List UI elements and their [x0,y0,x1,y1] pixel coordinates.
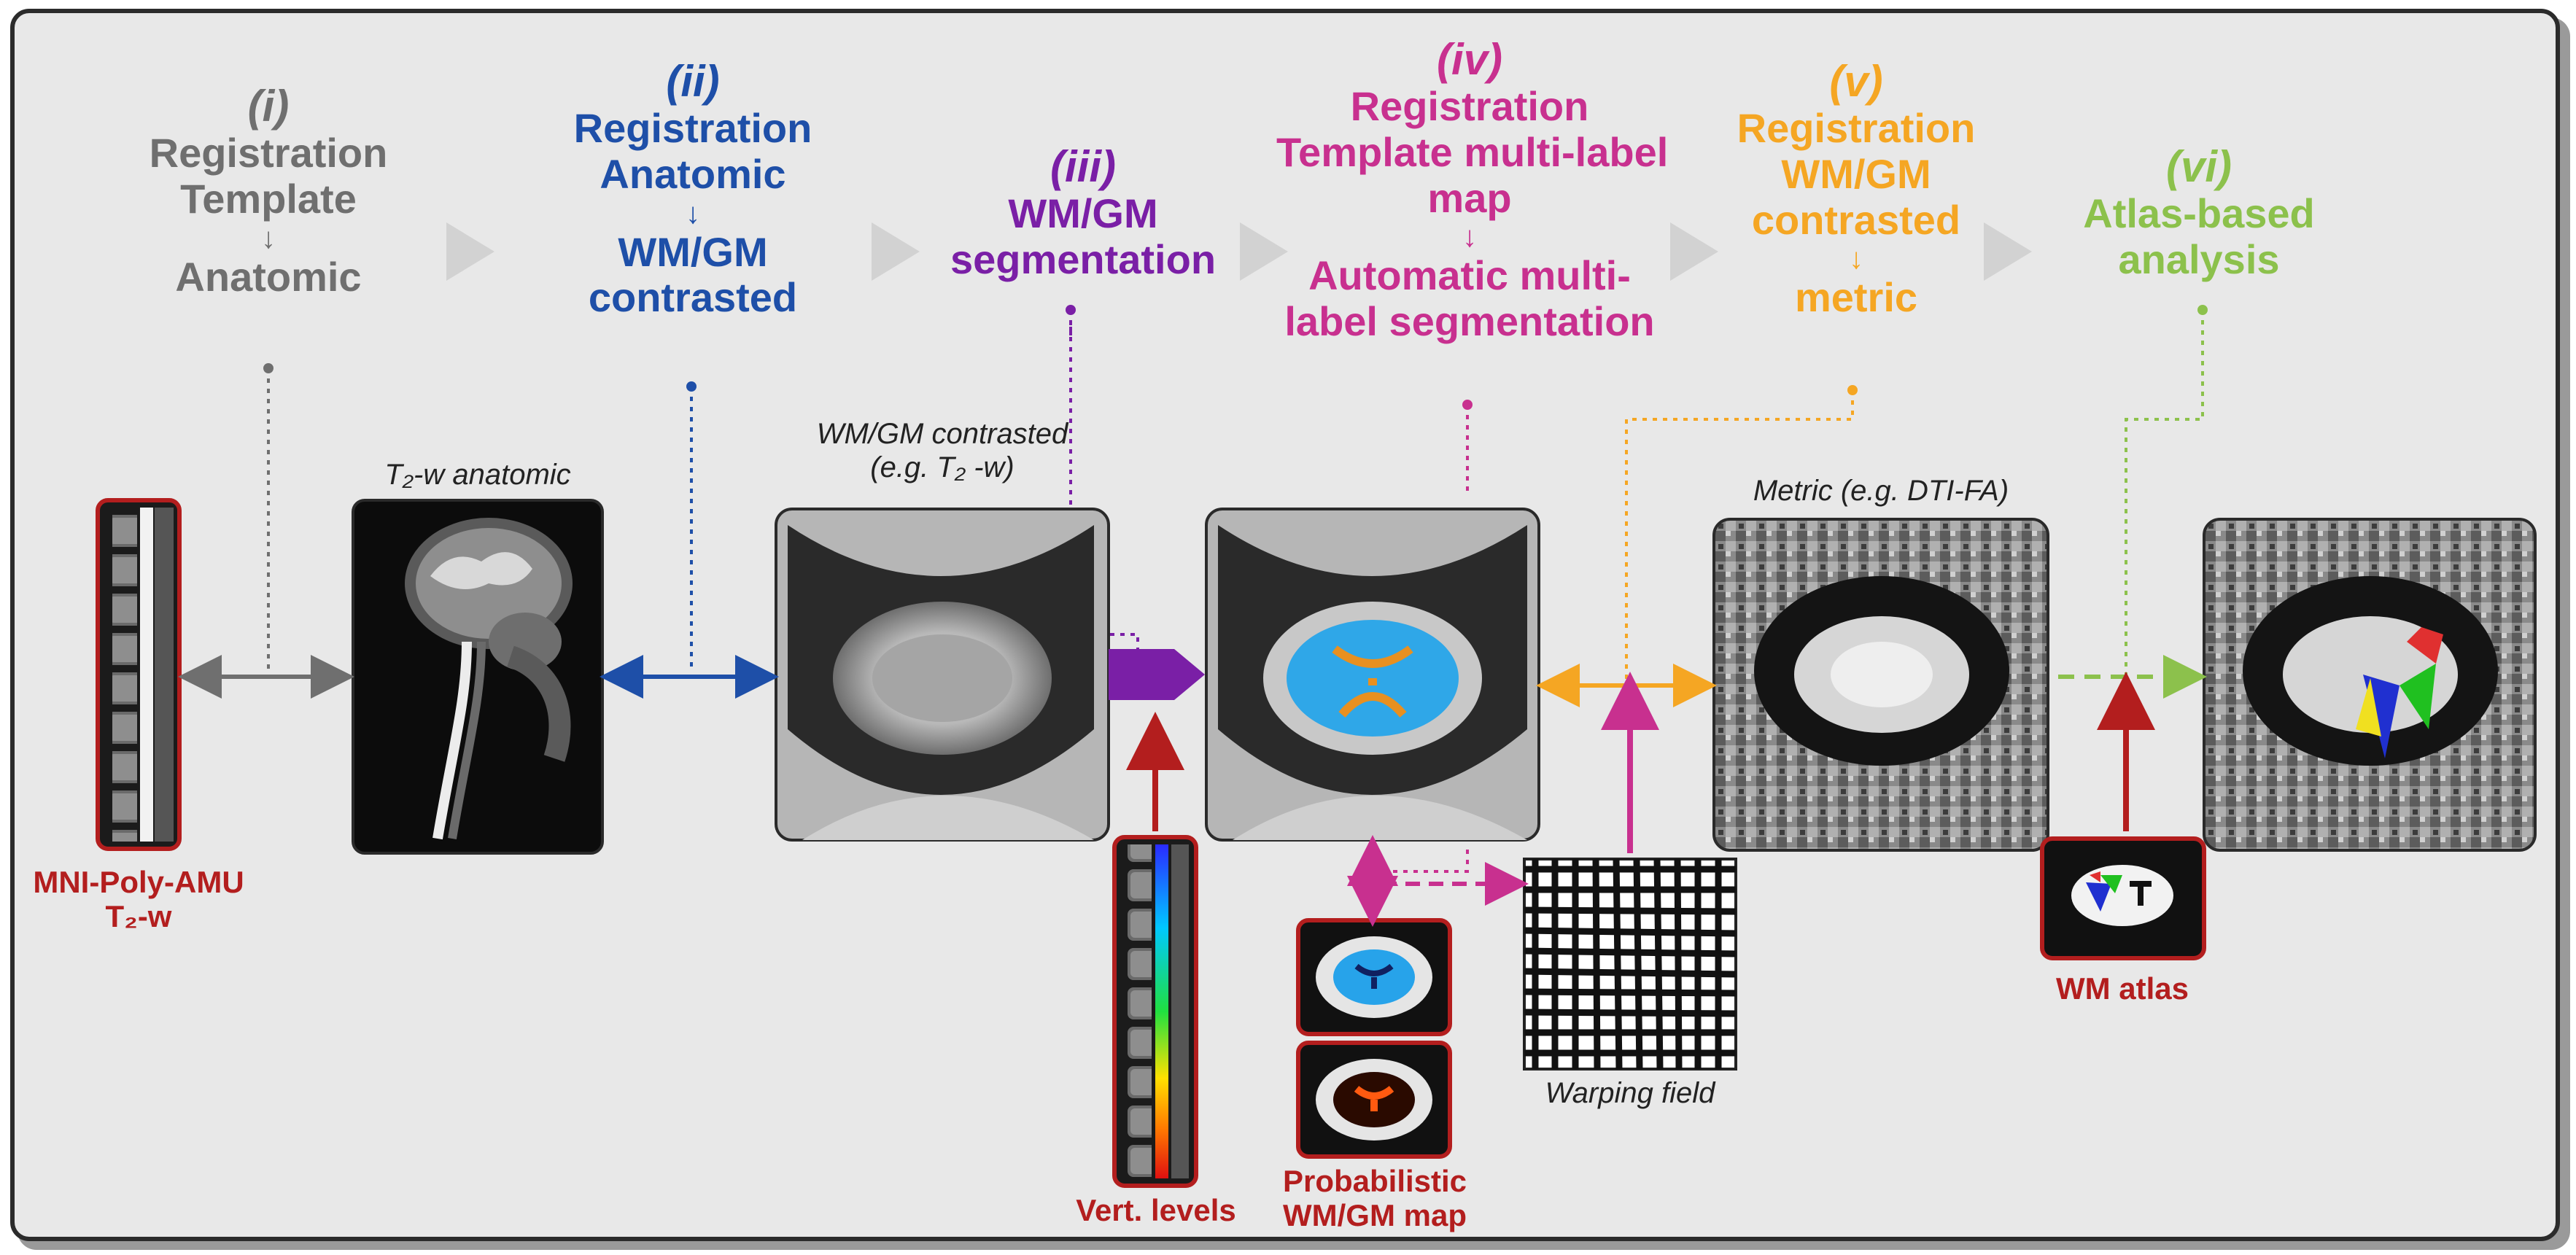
connector-v [1625,390,1854,685]
connector-seg-dotted [1373,846,1469,873]
chevron-2 [872,222,920,281]
step-v-number: (v) [1829,57,1883,106]
caption-metric: Metric (e.g. DTI-FA) [1753,475,2009,507]
step-vi-line2: analysis [2118,236,2280,282]
step-ii-line1: Registration [573,105,812,152]
caption-wmgm-line1: WM/GM contrasted [816,418,1068,450]
step-iii-line1: WM/GM [1008,190,1158,237]
step-v-arrow: ↓ [1849,243,1863,276]
connector-vi [2125,310,2204,675]
connector-dots [263,305,2208,410]
label-probabilistic-map: Probabilistic WM/GM map [1251,1164,1499,1232]
step-iv-line4: Automatic multi- [1308,252,1631,299]
step-v-line2: WM/GM [1781,150,1931,197]
step-vi-line1: Atlas-based [2083,190,2315,237]
step-chevrons [446,222,2032,281]
step-i-line2: Template [180,175,357,222]
chevron-3 [1240,222,1288,281]
step-iv-number: (iv) [1437,35,1502,84]
chevron-5 [1984,222,2032,281]
step-vi-number: (vi) [2166,142,2232,191]
step-iv-line5: label segmentation [1284,298,1655,345]
step-iii-line2: segmentation [950,236,1217,282]
step-i-number: (i) [247,82,290,131]
chevron-1 [446,222,494,281]
step-iii-title: (iii) WM/GM segmentation [941,142,1225,283]
step-v-title: (v) Registration WM/GM contrasted ↓ metr… [1729,57,1984,321]
step-vi-title: (vi) Atlas-based analysis [2071,142,2327,283]
caption-t2-anatomic: T₂-w anatomic [384,459,571,491]
wm-atlas-image [2040,836,2206,960]
step-v-line3: contrasted [1751,196,1961,243]
prob-gm-map-image [1296,1041,1452,1159]
t2-anatomic-image [352,499,604,855]
vert-levels-image [1112,835,1198,1188]
mni-template-image [96,498,182,851]
caption-wmgm-contrasted: WM/GM contrasted (e.g. T₂ -w) [776,417,1109,484]
segmentation-image [1205,508,1540,842]
caption-warping-field: Warping field [1545,1077,1715,1109]
label-wm-atlas: WM atlas [2055,971,2189,1006]
label-prob-line1: Probabilistic [1282,1164,1467,1198]
step-iv-title: (iv) Registration Template multi-label m… [1276,35,1669,345]
step-iv-line1: Registration [1350,83,1589,130]
step-v-line4: metric [1794,274,1918,321]
atlas-analysis-image [2203,518,2537,852]
step-v-line1: Registration [1737,105,1976,152]
step-i-line1: Registration [149,130,388,176]
step-ii-arrow: ↓ [686,197,700,230]
metric-image [1712,518,2049,852]
warping-field-image [1523,858,1737,1071]
step-iii-number: (iii) [1050,142,1116,191]
step-ii-line2: Anatomic [600,150,786,197]
step-iv-line3: map [1427,174,1512,221]
wmgm-contrasted-image [775,508,1110,842]
label-mni-line1: MNI-Poly-AMU [33,865,244,899]
label-prob-line2: WM/GM map [1283,1198,1467,1233]
step-ii-number: (ii) [666,57,720,106]
step-iv-line2: Template multi-label [1276,128,1669,175]
label-vert-levels: Vert. levels [1076,1193,1236,1227]
step-ii-line4: contrasted [588,274,798,321]
label-mni-line2: T₂-w [105,899,172,934]
step-ii-title: (ii) Registration Anatomic ↓ WM/GM contr… [540,57,846,321]
step-iv-arrow: ↓ [1462,221,1477,254]
step-i-title: (i) Registration Template ↓ Anatomic [130,82,407,300]
step-ii-line3: WM/GM [618,228,768,275]
step-i-line3: Anatomic [175,253,362,300]
prob-wm-map-image [1296,918,1452,1036]
chevron-4 [1670,222,1718,281]
segmentation-arrow [1109,649,1205,700]
step-i-arrow: ↓ [261,222,276,255]
caption-wmgm-line2: (e.g. T₂ -w) [870,451,1015,483]
label-mni-template: MNI-Poly-AMU T₂-w [15,865,263,933]
